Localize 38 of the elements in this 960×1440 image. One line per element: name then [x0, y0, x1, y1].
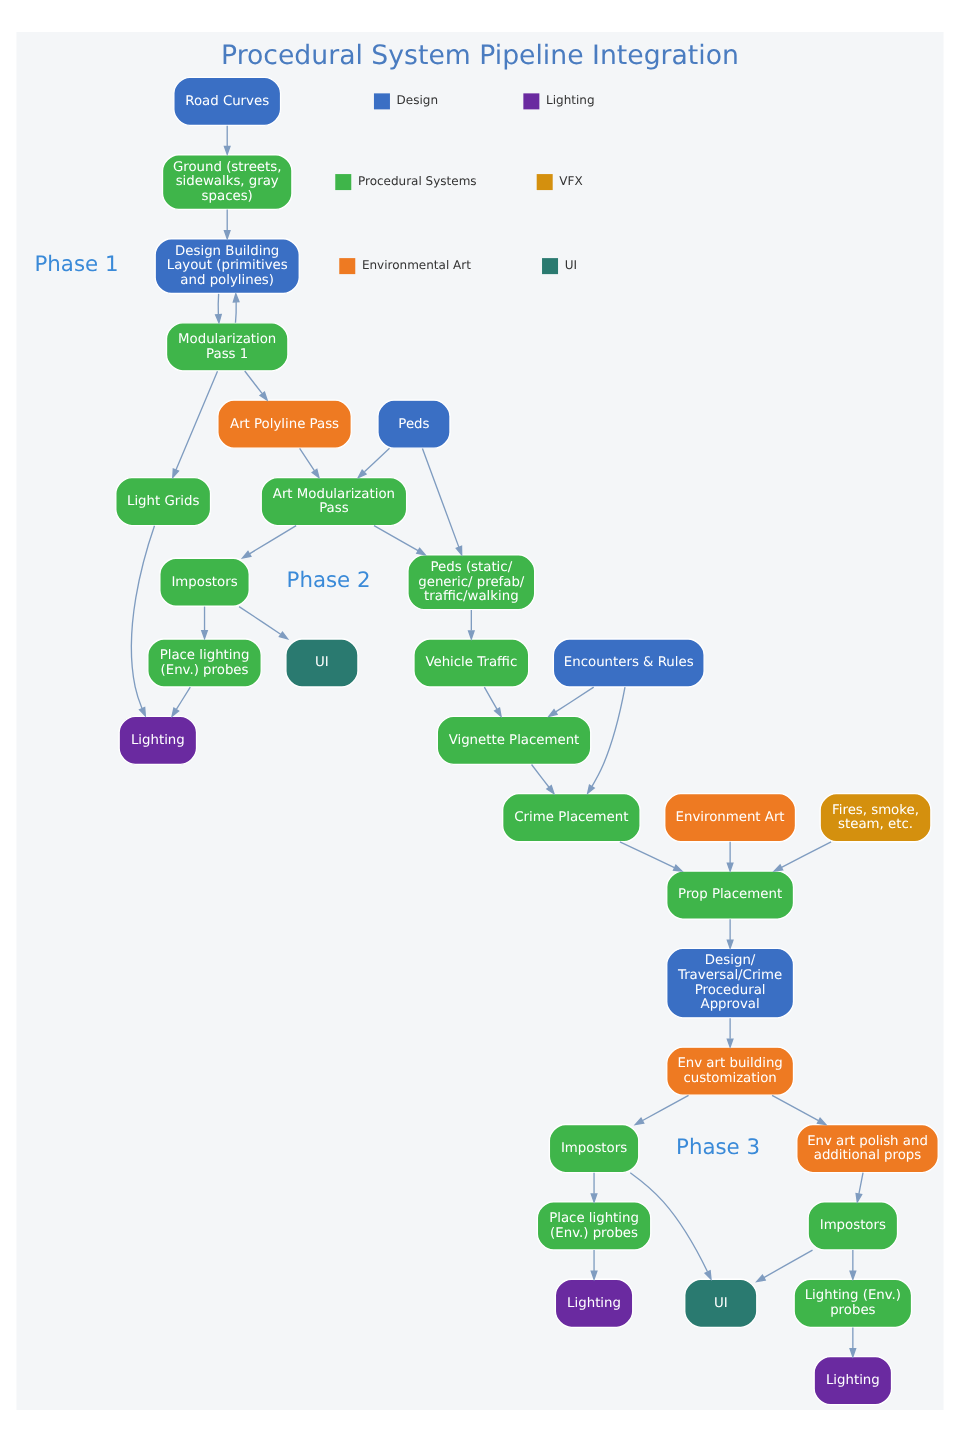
arrow	[726, 840, 734, 873]
arrow	[849, 1325, 857, 1358]
arrow	[633, 1093, 690, 1125]
arrow	[586, 685, 626, 795]
arrow	[619, 840, 684, 871]
arrow	[590, 1171, 598, 1203]
arrow	[855, 1171, 864, 1203]
arrow	[483, 685, 503, 718]
arrow	[849, 1248, 857, 1281]
arrow	[547, 685, 595, 717]
arrow	[772, 840, 832, 871]
arrow	[214, 292, 223, 324]
arrow	[130, 524, 156, 717]
arrow	[172, 369, 219, 479]
label: Phase 1	[34, 250, 119, 277]
arrow	[240, 524, 297, 559]
arrow	[467, 608, 476, 640]
arrow	[726, 917, 734, 950]
arrow	[629, 1171, 712, 1280]
arrow	[200, 604, 209, 640]
arrow	[755, 1248, 814, 1282]
arrow	[299, 446, 321, 479]
arrow	[170, 685, 191, 718]
arrow	[356, 446, 391, 478]
arrow	[223, 207, 231, 240]
arrow	[244, 369, 269, 401]
arrow	[590, 1248, 598, 1281]
label: Phase 3	[676, 1132, 761, 1159]
arrow	[771, 1093, 828, 1125]
arrow	[421, 446, 463, 556]
arrow	[726, 1016, 734, 1049]
arrow	[373, 524, 427, 555]
arrow	[530, 762, 556, 795]
arrow	[238, 604, 290, 639]
label: Phase 2	[286, 566, 371, 593]
diagram-title: Procedural System Pipeline Integration	[221, 41, 739, 72]
arrow	[232, 290, 240, 323]
arrow	[223, 124, 231, 156]
